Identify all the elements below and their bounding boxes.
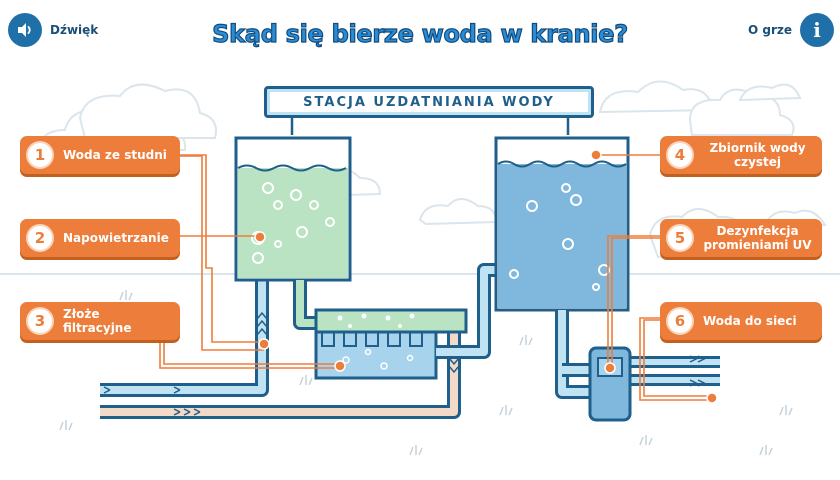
station-banner: STACJA UZDATNIANIA WODY [264, 86, 594, 118]
step-text: Woda do sieci [703, 314, 797, 328]
aeration-tank [234, 136, 352, 282]
clean-water-tank [494, 136, 630, 312]
step-text: Zbiornik wody czystej [709, 141, 806, 169]
step-4-label[interactable]: 4 Zbiornik wody czystej [660, 136, 822, 174]
step-number: 6 [666, 307, 694, 335]
step-number: 2 [26, 224, 54, 252]
step-5-label[interactable]: 5 Dezynfekcja promieniami UV [660, 219, 822, 257]
step-text: Złoże filtracyjne [63, 307, 132, 335]
page-title: Skąd się bierze woda w kranie? [212, 19, 629, 48]
sound-label: Dźwięk [50, 23, 99, 37]
about-button[interactable]: O grze i [748, 13, 834, 47]
sound-button[interactable]: Dźwięk [8, 13, 98, 47]
filter-to-tank-pipe [436, 263, 500, 359]
step-number: 1 [26, 141, 54, 169]
step-6-label[interactable]: 6 Woda do sieci [660, 302, 822, 340]
step-number: 5 [666, 224, 694, 252]
outlet-pipes [555, 310, 720, 422]
filter-bed [314, 308, 468, 380]
step-text: Woda ze studni [63, 148, 167, 162]
step-1-label[interactable]: 1 Woda ze studni [20, 136, 180, 174]
about-label: O grze [747, 23, 792, 37]
step-2-label[interactable]: 2 Napowietrzanie [20, 219, 180, 257]
leader-line-dots [254, 149, 718, 404]
step-text: Dezynfekcja promieniami UV [703, 224, 812, 252]
info-icon: i [800, 13, 834, 47]
step-number: 3 [26, 307, 54, 335]
step-number: 4 [666, 141, 694, 169]
info-glyph: i [813, 18, 821, 42]
speaker-icon [8, 13, 42, 47]
step-text: Napowietrzanie [63, 231, 169, 245]
label-leader-lines [159, 154, 710, 401]
grass-tufts [59, 290, 793, 456]
banner-hangers [290, 118, 570, 135]
step-3-label[interactable]: 3 Złoże filtracyjne [20, 302, 180, 340]
